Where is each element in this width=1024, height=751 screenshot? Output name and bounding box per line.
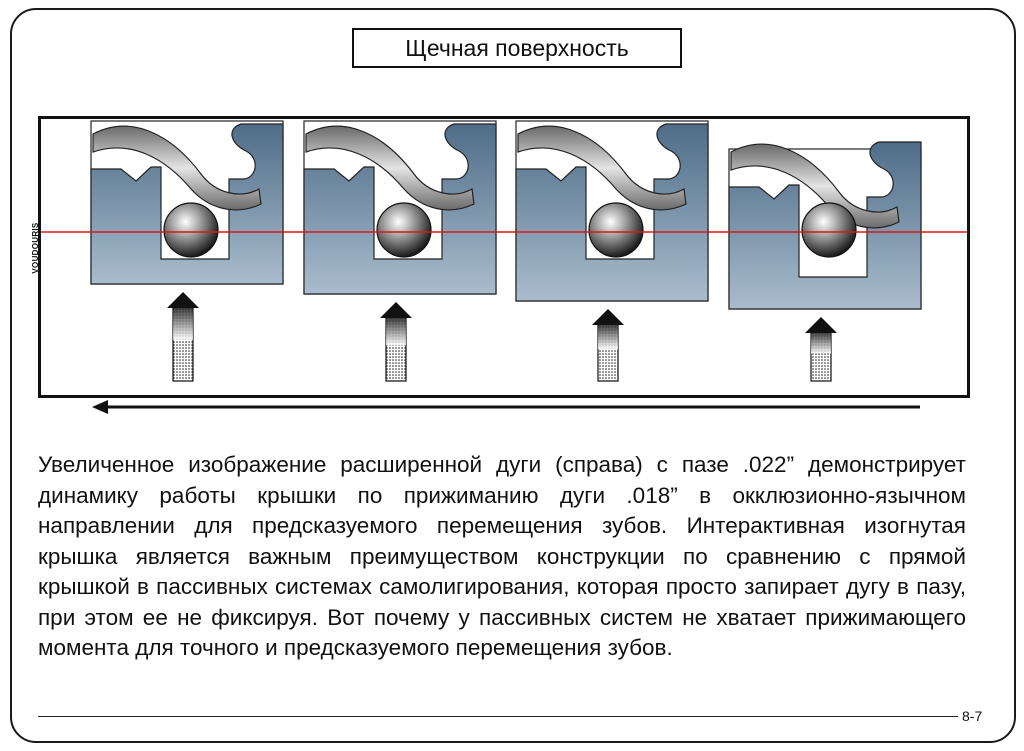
force-arrow-icon (805, 317, 837, 382)
bracket-body (728, 141, 922, 310)
curved-clip (517, 125, 687, 211)
bracket-diagram (38, 116, 970, 398)
page-number: 8-7 (962, 708, 983, 724)
bracket-panel-4 (728, 141, 922, 310)
bracket-body (515, 123, 709, 302)
description-text: Увеличенное изображение расширенной дуги… (38, 452, 966, 660)
voudouris-label: VOUDOURIS (31, 222, 40, 274)
slide-frame (10, 8, 1016, 743)
bracket-body (303, 123, 497, 295)
curved-clip (92, 125, 262, 211)
force-arrow-icon (380, 302, 412, 382)
bracket-diagram-svg (41, 120, 967, 382)
slide-title: Щечная поверхность (352, 28, 682, 68)
bracket-panel-2 (303, 120, 497, 295)
direction-arrow-icon (92, 400, 920, 414)
curved-clip (730, 143, 900, 229)
force-arrow-icon (592, 309, 624, 382)
archwire (163, 202, 219, 258)
bracket-panel-1 (90, 120, 284, 285)
bracket-body (90, 123, 284, 285)
curved-clip (305, 125, 475, 211)
footer-divider (38, 716, 958, 717)
force-arrow-icon (167, 292, 199, 382)
archwire (588, 202, 644, 258)
archwire (801, 202, 857, 258)
archwire (376, 202, 432, 258)
bracket-panel-3 (515, 120, 709, 302)
